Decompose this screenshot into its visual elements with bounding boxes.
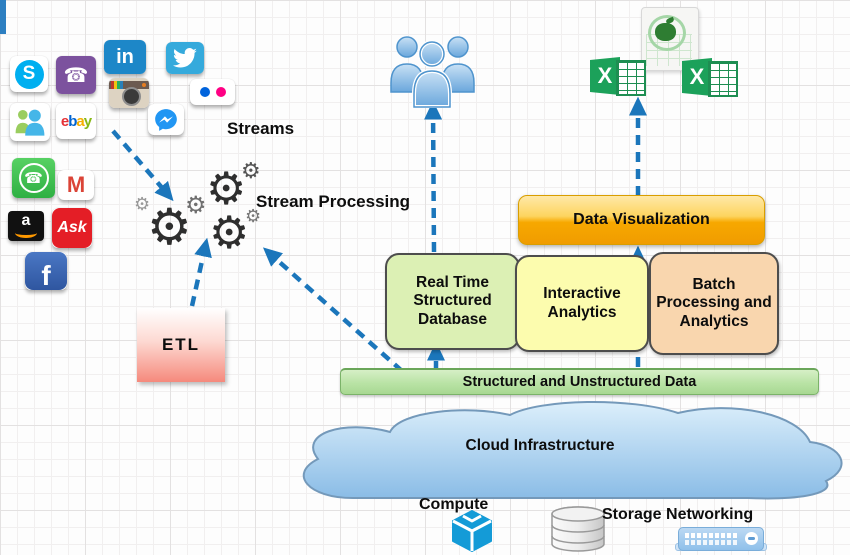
arrow-databar-to-gears: [262, 247, 404, 373]
cloud-infrastructure-shape: [302, 401, 843, 500]
flickr-pink-dot: [215, 87, 226, 97]
excel-x-glyph: X: [590, 57, 620, 95]
gear-icon: ⚙: [147, 198, 192, 256]
amazon-smile: [15, 228, 37, 239]
ebay-letter-b: b: [68, 112, 77, 130]
gear-icon: ⚙: [209, 206, 250, 259]
facebook-glyph: f: [25, 252, 67, 290]
compute-cube-icon: [452, 510, 492, 552]
twitter-icon: [166, 42, 204, 74]
facebook-icon: f: [25, 252, 67, 290]
interactive-analytics-box: Interactive Analytics: [515, 255, 649, 352]
switch-indicator: [745, 532, 758, 545]
excel-sheet: [616, 60, 646, 96]
compute-label: Compute: [419, 496, 489, 513]
instagram-rainbow-green: [117, 81, 120, 89]
instagram-rainbow-yellow: [114, 81, 117, 89]
storage-networking-label: Storage Networking: [602, 506, 754, 523]
excel-x-glyph: X: [682, 58, 712, 96]
apple-logo: [655, 23, 676, 41]
gear-icon: ⚙: [134, 194, 151, 215]
whatsapp-icon: ☎: [12, 158, 55, 198]
instagram-body: [109, 78, 149, 108]
streams-label: Streams: [227, 119, 295, 138]
storage-database-icon: [551, 506, 605, 552]
viber-phone-glyph: ☎: [56, 56, 96, 94]
linkedin-icon: in: [104, 40, 146, 74]
real-time-database-box: Real Time Structured Database: [385, 253, 520, 350]
amazon-glyph: a: [21, 211, 31, 229]
instagram-rainbow-blue: [120, 81, 123, 89]
apple-logo-ring: [648, 15, 686, 51]
messenger-icon: [148, 104, 184, 135]
skype-glyph: S: [14, 59, 44, 89]
instagram-lens: [122, 87, 141, 106]
gmail-icon: M: [58, 170, 94, 200]
ask-glyph: Ask: [52, 208, 92, 248]
linkedin-glyph: in: [104, 40, 146, 74]
batch-processing-box: Batch Processing and Analytics: [649, 252, 779, 355]
ebay-letter-e: e: [60, 112, 69, 130]
ask-icon: Ask: [52, 208, 92, 248]
viber-icon: ☎: [56, 56, 96, 94]
gear-icon: ⚙: [185, 191, 207, 219]
messenger-glyph: [155, 108, 177, 131]
excel-icon: X: [590, 55, 646, 97]
apple-spreadsheet-icon: [641, 7, 699, 71]
structured-unstructured-data-bar: Structured and Unstructured Data: [340, 368, 819, 395]
ebay-letter-y: y: [83, 112, 92, 130]
users-group-icon: [390, 36, 475, 108]
stream-processing-label: Stream Processing: [256, 192, 411, 211]
arrow-sources-to-gears: [111, 129, 174, 202]
network-switch-icon: [678, 527, 764, 551]
etl-box: ETL: [137, 308, 225, 382]
flickr-icon: [190, 79, 235, 105]
flickr-blue-dot: [199, 87, 210, 97]
gear-icon: ⚙: [245, 206, 262, 227]
instagram-flash-dot: [142, 83, 146, 87]
gear-icon: ⚙: [241, 159, 261, 184]
gear-icon: ⚙: [206, 162, 247, 215]
instagram-icon: [109, 78, 149, 108]
instagram-stripe: [109, 81, 149, 89]
amazon-icon: a: [8, 211, 44, 241]
whatsapp-phone-glyph: ☎: [18, 163, 49, 193]
ebay-wordmark: ebay: [60, 112, 92, 130]
corner-blue-strip: [0, 0, 6, 34]
msn-contacts-icon: [10, 103, 50, 141]
arrow-realtime-to-users: [424, 100, 443, 253]
ebay-icon: ebay: [56, 103, 96, 139]
gmail-glyph: M: [66, 172, 86, 197]
instagram-rainbow-red: [111, 81, 114, 89]
skype-icon: S: [10, 56, 48, 92]
cloud-infrastructure-label: Cloud Infrastructure: [465, 437, 615, 454]
switch-ports-row: [685, 533, 737, 538]
excel-sheet: [708, 61, 738, 97]
excel-icon: X: [682, 56, 738, 98]
switch-ports-row: [685, 540, 737, 545]
arrow-etl-to-gears: [189, 237, 212, 307]
twitter-bird-glyph: [173, 48, 197, 68]
msn-contacts-glyph: [15, 109, 45, 136]
data-visualization-box: Data Visualization: [518, 195, 765, 245]
ebay-letter-a: a: [76, 112, 84, 130]
